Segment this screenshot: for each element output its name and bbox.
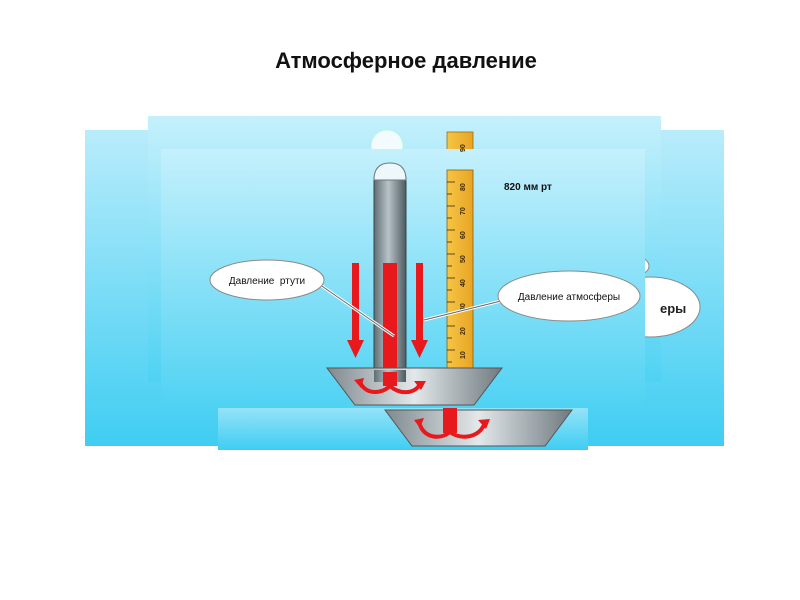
mercury-pressure-label: Давление ртути (229, 276, 305, 287)
back-bowl (384, 409, 573, 447)
atmosphere-pressure-label: Давление атмосферы (518, 291, 620, 303)
ruler-tick-50: 50 (460, 255, 467, 263)
ruler-tick-80: 80 (460, 183, 467, 191)
atmosphere-pressure-callout (497, 270, 641, 322)
ruler-tick-90-partial: 90 (460, 144, 467, 152)
measurement-ruler (446, 169, 474, 371)
ruler-tick-60: 60 (460, 231, 467, 239)
tube-top-cap (373, 162, 407, 181)
ruler-tick-20: 20 (460, 327, 467, 335)
ruler-tick-30: 30 (460, 303, 467, 311)
pressure-arrows (347, 263, 428, 381)
ruler-tick-40: 40 (460, 279, 467, 287)
background-fragment-label: еры (660, 301, 686, 316)
ruler-tick-10: 10 (460, 351, 467, 359)
page-title: Атмосферное давление (275, 48, 537, 73)
ruler-tick-70: 70 (460, 207, 467, 215)
reading-label: 820 мм рт (504, 182, 552, 193)
mercury-pressure-callout (209, 259, 325, 301)
mercury-bowl (325, 367, 504, 406)
